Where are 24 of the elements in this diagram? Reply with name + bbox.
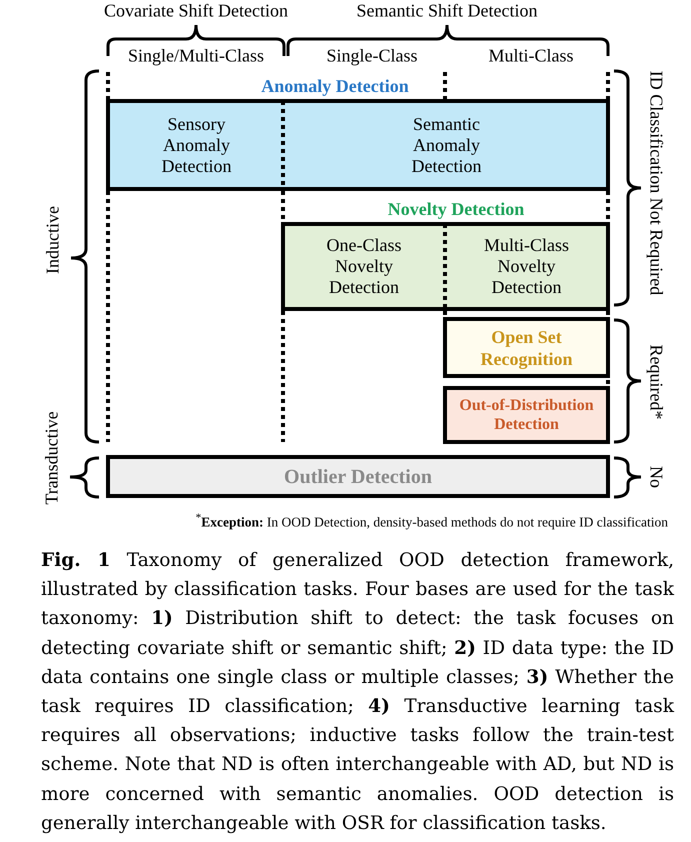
task-label: Out-of-Distribution Detection: [458, 396, 595, 434]
axis-heading: Semantic Shift Detection: [356, 0, 538, 22]
task-label: Semantic Anomaly Detection: [410, 114, 482, 176]
side-label: ID Classification Not Required: [646, 70, 666, 296]
column-heading: Multi-Class: [488, 46, 574, 66]
axis-heading: Covariate Shift Detection: [104, 0, 288, 22]
task-label: Outlier Detection: [284, 464, 432, 488]
figure-caption: Fig. 1 Taxonomy of generalized OOD detection framework, illustrated by classification tasks. Four bases are used for the task taxonomy: 1) Distribution shift to detect: the task focuses on detecting covariate shift or semantic shift; 2) ID data type: the ID data contains one single class or multiple classes; 3) Whether the task requires ID classification; 4) Transductive learning task requires all observations; inductive tasks follow the train-test scheme. Note that ND is often interchangeable with AD, but ND is more concerned with semantic anomalies. OOD detection is generally interchangeable with OSR for classification tasks.: [41, 549, 674, 836]
task-label: Open Set Recognition: [480, 326, 574, 370]
side-label: Transductive: [42, 411, 62, 505]
group-heading: Novelty Detection: [388, 198, 524, 220]
task-box: [106, 455, 610, 498]
task-box: [443, 386, 610, 444]
column-heading: Single-Class: [326, 46, 418, 66]
task-box: [443, 317, 610, 378]
footnote: $^{*}$Exception: In OOD Detection, density-based methods do not require ID classification: [196, 512, 668, 530]
side-label: No: [646, 466, 666, 488]
task-label: One-Class Novelty Detection: [326, 235, 402, 298]
side-label: Required*: [646, 344, 666, 420]
column-heading: Single/Multi-Class: [128, 46, 264, 66]
side-label: Inductive: [42, 206, 64, 274]
group-heading: Anomaly Detection: [261, 75, 409, 97]
task-label: Sensory Anomaly Detection: [160, 114, 232, 176]
task-label: Multi-Class Novelty Detection: [482, 235, 570, 298]
